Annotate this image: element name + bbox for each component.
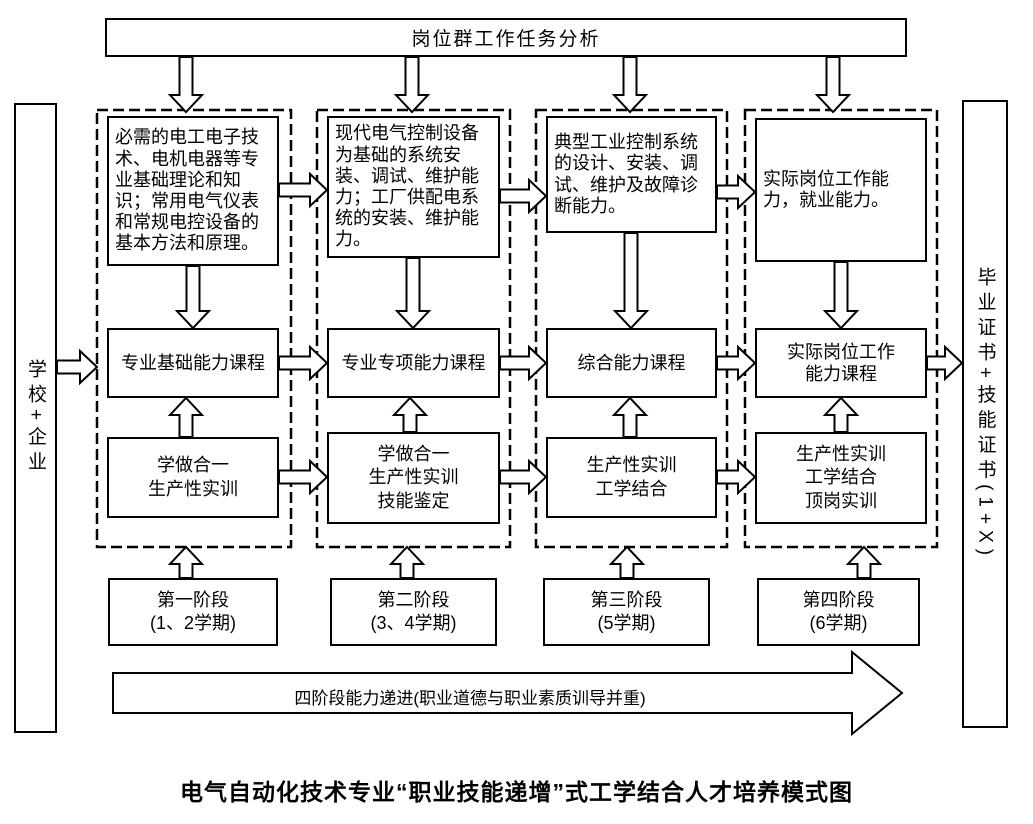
flow-arrow (499, 177, 548, 215)
flow-arrow (388, 545, 426, 579)
training-box-2: 学做合一 生产性实训 技能鉴定 (327, 432, 500, 524)
ability-box-4: 实际岗位工作能力，就业能力。 (755, 118, 927, 262)
flow-arrow (167, 545, 205, 579)
flow-arrow (393, 56, 431, 114)
stage-box-3: 第三阶段 (5学期) (543, 578, 710, 646)
flow-arrow (608, 545, 646, 579)
stage-frame-3 (534, 108, 729, 549)
flow-arrow (278, 171, 329, 209)
progress-arrow-label: 四阶段能力递进(职业道德与职业素质训导并重) (294, 689, 646, 708)
stage-frame-1 (95, 108, 293, 549)
flow-arrow (716, 458, 757, 496)
flow-arrow (822, 396, 860, 433)
left-rail-school-enterprise: 学校+企业 (14, 103, 57, 733)
flow-arrow (394, 257, 432, 330)
stage-frame-4 (743, 108, 939, 549)
right-rail-label: 毕业证书+技能证书(1+X) (974, 266, 996, 562)
flow-arrow (499, 458, 548, 496)
course-box-2: 专业专项能力课程 (327, 328, 500, 398)
ability-box-3: 典型工业控制系统的设计、安装、调试、维护及故障诊断能力。 (546, 116, 717, 233)
flow-arrow (499, 344, 548, 382)
flow-arrow (612, 232, 650, 330)
flow-arrow (814, 56, 852, 114)
flow-arrow (167, 396, 205, 438)
course-box-4: 实际岗位工作 能力课程 (755, 328, 927, 398)
right-rail-certificates: 毕业证书+技能证书(1+X) (962, 100, 1008, 728)
flow-arrow (278, 344, 329, 382)
flow-arrow (167, 56, 205, 114)
flow-arrow (278, 458, 329, 496)
stage-box-2: 第二阶段 (3、4学期) (330, 578, 497, 646)
flow-arrow (926, 344, 964, 382)
flow-arrow (845, 545, 883, 579)
flow-arrow (716, 173, 757, 211)
ability-box-1: 必需的电工电子技术、电机电器等专业基础理论和知识；常用电气仪表和常规电控设备的基… (107, 116, 279, 266)
training-box-1: 学做合一 生产性实训 (107, 437, 279, 518)
stage-box-4: 第四阶段 (6学期) (757, 578, 920, 646)
flow-arrow (716, 344, 757, 382)
course-box-1: 专业基础能力课程 (107, 328, 279, 398)
flow-arrow (56, 348, 99, 386)
top-banner: 岗位群工作任务分析 (105, 18, 907, 57)
left-rail-label: 学校+企业 (25, 359, 46, 477)
flow-arrow (391, 396, 429, 433)
flow-arrow (822, 261, 860, 330)
ability-box-2: 现代电气控制设备为基础的系统安装、调试、维护能力；工厂供配电系统的安装、维护能力… (327, 116, 500, 258)
flow-arrow (611, 396, 649, 438)
flow-arrow (174, 265, 212, 330)
course-box-3: 综合能力课程 (546, 328, 717, 398)
flow-arrow (611, 56, 649, 114)
stage-box-1: 第一阶段 (1、2学期) (108, 578, 278, 646)
training-box-4: 生产性实训 工学结合 顶岗实训 (755, 432, 927, 524)
training-box-3: 生产性实训 工学结合 (546, 437, 717, 518)
diagram-title: 电气自动化技术专业“职业技能递增”式工学结合人才培养模式图 (180, 779, 853, 805)
flow-arrow (112, 649, 904, 737)
